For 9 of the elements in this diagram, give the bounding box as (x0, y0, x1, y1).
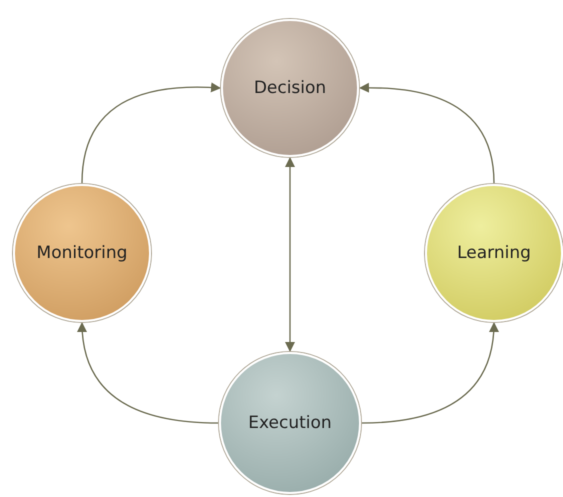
node-label: Monitoring (36, 243, 128, 263)
node-label: Decision (254, 78, 326, 98)
node-label: Execution (248, 413, 332, 433)
arrow (81, 82, 221, 184)
arrow (362, 322, 498, 424)
node-label: Learning (457, 243, 531, 263)
arrow (359, 83, 495, 184)
arrow (78, 322, 218, 424)
arrow (285, 157, 295, 352)
